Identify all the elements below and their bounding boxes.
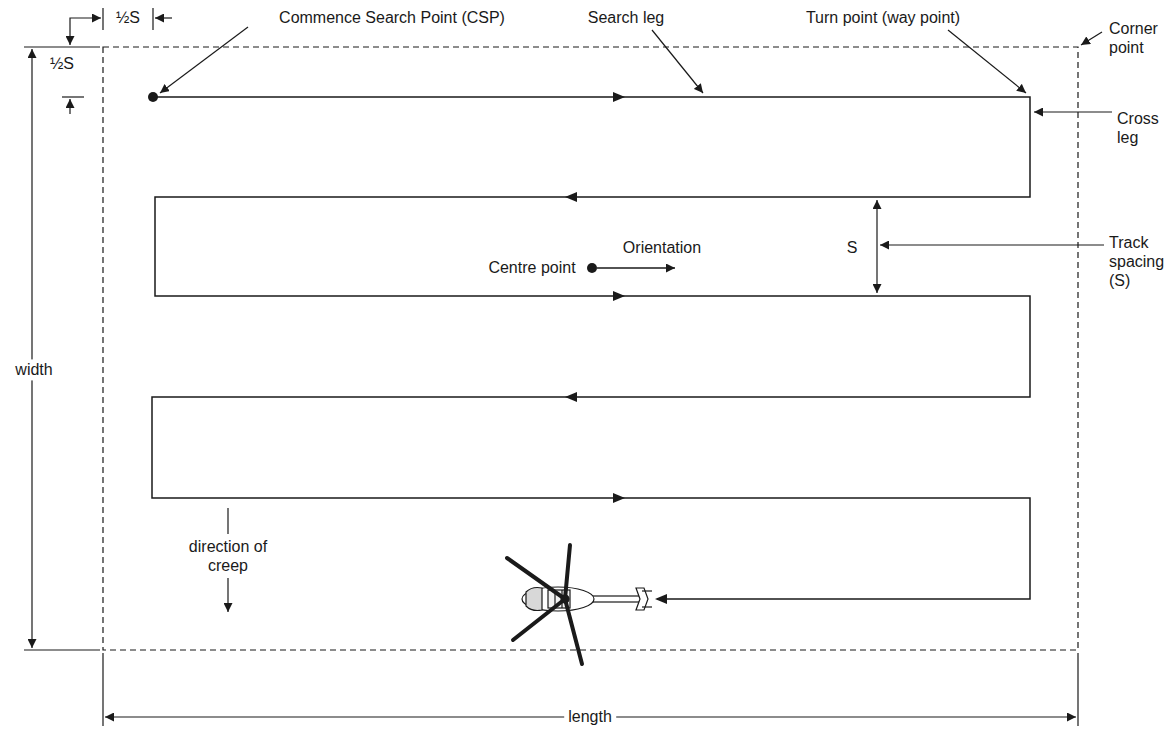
track-direction-arrow (613, 92, 625, 102)
half-spacing-dimension (69, 99, 70, 114)
leader-line (227, 508, 228, 534)
centre-point-label: Centre point (488, 258, 575, 277)
track-direction-arrow (565, 392, 577, 402)
dimension-label: length (564, 706, 616, 727)
leader-line (948, 30, 1026, 93)
track-direction-arrow (613, 291, 625, 301)
dimension-line (31, 49, 32, 648)
spacing-symbol: S (847, 238, 858, 257)
search-track (152, 97, 1030, 599)
helicopter-illustration (642, 606, 652, 607)
centre-point (587, 263, 597, 273)
half-spacing-dimension (155, 17, 172, 18)
helicopter-illustration (561, 595, 569, 603)
callout-label: Cross leg (1117, 109, 1169, 147)
leader-line (1034, 111, 1112, 112)
leader-line (1081, 32, 1102, 45)
centre-point (587, 263, 675, 273)
centre-point (597, 267, 675, 269)
callout-label: Commence Search Point (CSP) (279, 8, 505, 27)
dimension-line (24, 49, 1078, 726)
helicopter-illustration (507, 545, 652, 664)
callout-label: Track spacing (S) (1109, 233, 1173, 291)
half-spacing-dimension (62, 96, 84, 97)
helicopter-illustration (513, 599, 565, 640)
orientation-label: Orientation (623, 238, 701, 257)
helicopter-illustration (526, 588, 542, 611)
helicopter-illustration (590, 596, 642, 602)
helicopter-illustration (565, 545, 570, 599)
callout-label: Turn point (way point) (806, 8, 960, 27)
half-spacing-label: ½S (116, 8, 140, 27)
leader-line (160, 27, 248, 93)
helicopter-illustration (565, 599, 582, 664)
track-direction-arrow (565, 92, 667, 604)
track-direction-arrow (565, 192, 577, 202)
half-spacing-dimension (24, 46, 100, 47)
leader-line (880, 244, 1104, 245)
callout-label: Corner point (1109, 19, 1171, 57)
dimension-line (876, 200, 877, 293)
callout-label: Search leg (588, 8, 665, 27)
track-direction-arrow (613, 493, 625, 503)
creep-label: direction of creep (188, 537, 268, 575)
search-area-boundary (103, 47, 1078, 650)
leader-line (652, 30, 703, 93)
csp-dot (148, 92, 158, 102)
csp-dot (148, 92, 158, 102)
helicopter-illustration (522, 587, 594, 611)
half-spacing-dimension (152, 8, 153, 30)
half-spacing-dimension (24, 8, 172, 114)
half-spacing-label: ½S (46, 53, 78, 74)
search-area-boundary (103, 47, 1078, 650)
dimension-line (24, 649, 100, 650)
dimension-label: width (11, 359, 56, 380)
dimension-line (102, 653, 103, 726)
leader-line (227, 578, 228, 612)
helicopter-illustration (642, 590, 652, 591)
search-track (152, 97, 1030, 599)
half-spacing-dimension (102, 8, 103, 30)
half-spacing-dimension (70, 18, 101, 45)
leader-line (160, 27, 1112, 612)
helicopter-illustration (507, 558, 565, 599)
track-direction-arrow (655, 594, 667, 604)
dimension-line (1077, 653, 1078, 726)
